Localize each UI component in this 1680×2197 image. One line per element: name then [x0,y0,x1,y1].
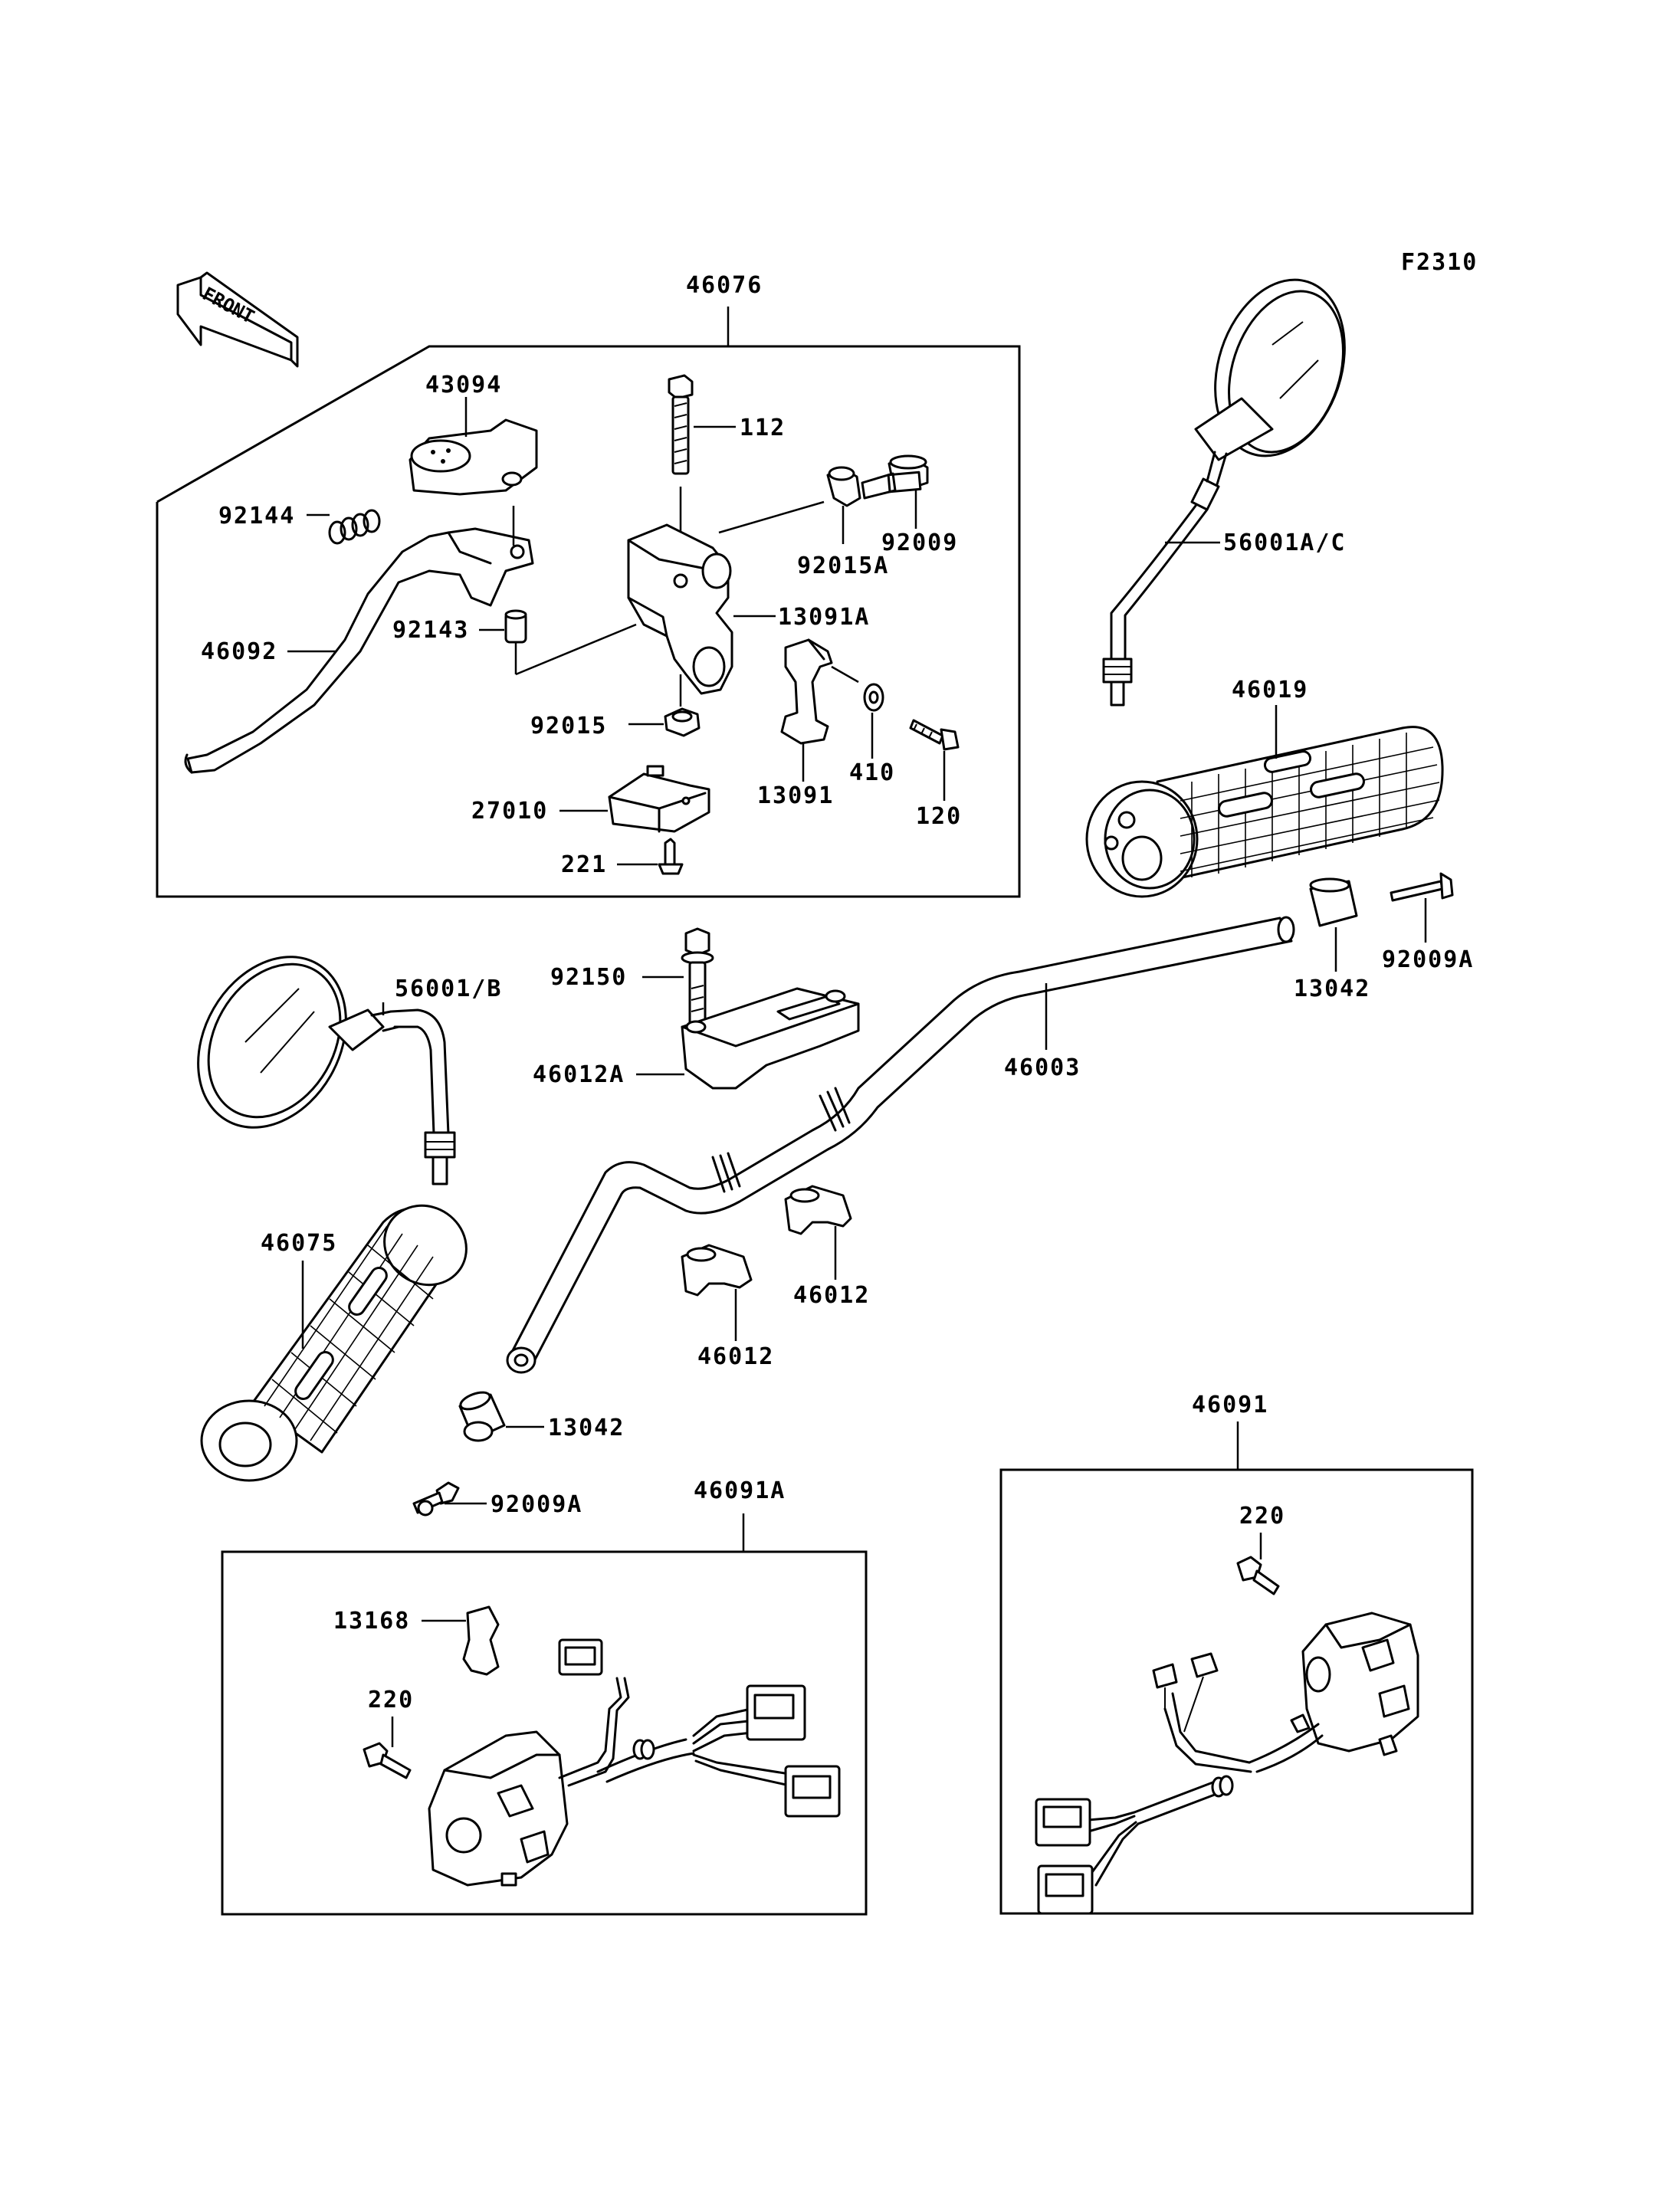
label-220-right: 220 [1239,1503,1285,1530]
label-112: 112 [740,415,786,441]
label-46019: 46019 [1232,677,1308,703]
assembly-46091 [999,1421,1474,1915]
switch-27010-part [559,765,710,833]
mirror-left-part [197,956,456,1185]
label-92009A-left: 92009A [491,1491,582,1518]
switch-housing-left-part [428,1638,841,1887]
weight-left-part [458,1391,544,1442]
label-92143: 92143 [392,617,469,644]
label-92144: 92144 [218,503,295,530]
label-92015A: 92015A [797,553,889,579]
diagram-code: F2310 [1401,249,1478,276]
label-120: 120 [916,803,962,830]
bushing-part [479,609,637,676]
clip-13168-part [422,1605,500,1676]
label-92015: 92015 [530,713,607,739]
assembly-46091A [221,1513,868,1916]
label-46092: 46092 [201,638,277,665]
assembly-46076: 46076 [156,272,1021,898]
label-46012-b: 46012 [697,1343,774,1370]
label-92009A-right: 92009A [1382,946,1474,973]
label-92150: 92150 [550,964,627,991]
label-13042-left: 13042 [548,1415,625,1441]
reservoir-cap-part [409,397,538,496]
weight-right-part [1309,877,1358,972]
label-46076: 46076 [686,272,763,299]
screw-92009A-right-part [1390,872,1454,943]
spring-part [307,509,381,545]
bolt-112-part [668,374,736,552]
screw-92009A-left-part [412,1481,487,1517]
grip-left-part [200,1204,468,1482]
mirror-right-part [1102,278,1346,707]
label-220-left: 220 [368,1687,414,1713]
screw-221-part [617,838,684,875]
label-13168: 13168 [333,1608,410,1635]
label-13091: 13091 [757,782,834,809]
front-arrow-icon: FRONT [176,271,299,368]
label-46012A: 46012A [533,1061,625,1088]
grip-right-part [1085,705,1444,898]
label-27010: 27010 [471,798,548,825]
lever-holder-part [627,500,825,695]
clamp-46012-b-part [681,1244,753,1341]
screw-220-right-part [1236,1533,1280,1595]
clamp-46012-a-part [784,1185,852,1280]
label-43094: 43094 [425,372,502,398]
bolt-120-part [909,719,960,801]
label-410: 410 [849,759,895,786]
label-46091: 46091 [1192,1392,1268,1418]
label-56001B: 56001/B [395,976,502,1002]
clamp-46012A-part [636,987,860,1090]
screw-92009-part [861,454,929,529]
switch-housing-right-part [1035,1612,1419,1915]
label-221: 221 [561,851,607,878]
label-92009: 92009 [881,530,958,556]
nut-92015-part [628,674,701,737]
label-13042-right: 13042 [1294,976,1370,1002]
adjuster-part [826,466,861,544]
bolt-92150-part [642,927,714,1027]
label-13091A: 13091A [778,604,870,631]
screw-220-left-part [363,1717,412,1779]
label-56001AC: 56001A/C [1223,530,1347,556]
label-46003: 46003 [1004,1054,1081,1081]
label-46075: 46075 [261,1230,337,1257]
washer-410-part [863,683,884,759]
label-46012-a: 46012 [793,1282,870,1309]
handlebar-part [506,916,1295,1374]
lever-part [184,506,534,774]
label-46091A: 46091A [694,1477,786,1504]
clamp-13091-part [780,638,859,782]
